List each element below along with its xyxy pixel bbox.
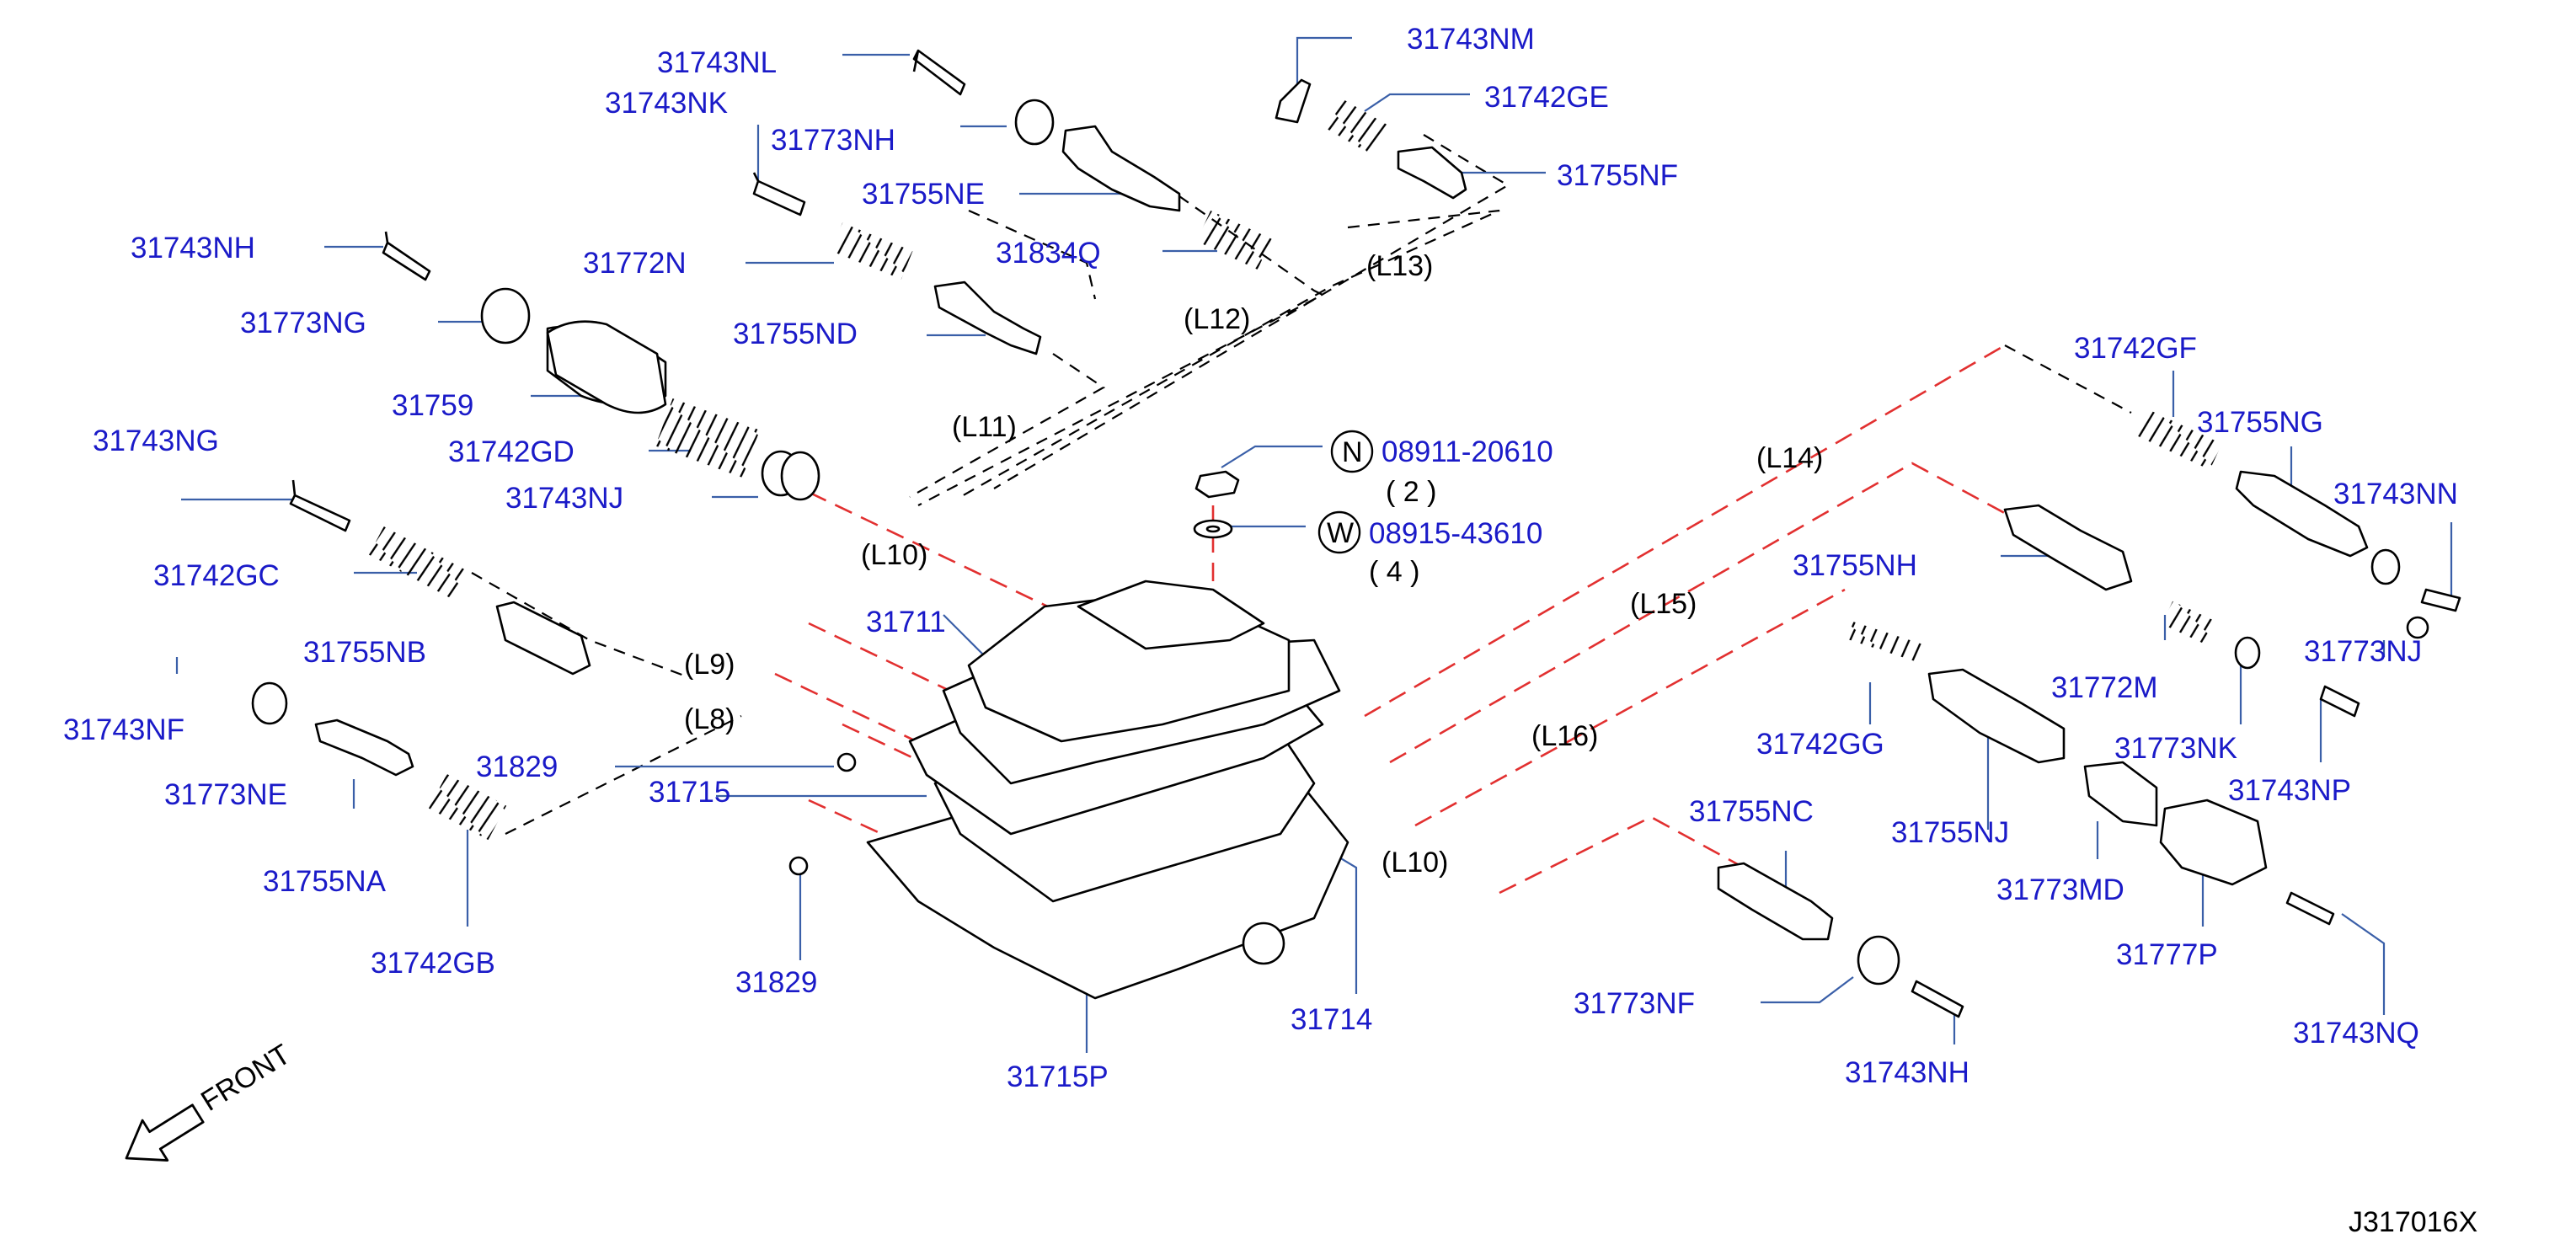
label-08911-20610: 08911-20610 <box>1382 435 1553 468</box>
label-31743NL: 31743NL <box>657 46 777 79</box>
link-labels: (L8) (L9) (L10) (L10) (L11) (L12) (L13) … <box>684 250 1823 879</box>
label-31773NG: 31773NG <box>240 307 366 339</box>
label-31755ND: 31755ND <box>733 318 858 350</box>
qty-08915: ( 4 ) <box>1369 556 1419 588</box>
link-L15: (L15) <box>1630 588 1697 620</box>
label-31773MD: 31773MD <box>1996 873 2124 906</box>
label-31755NH: 31755NH <box>1793 549 1917 582</box>
springs <box>368 97 2222 841</box>
label-31743NH-top: 31743NH <box>131 232 255 264</box>
label-31829-b: 31829 <box>735 966 817 999</box>
nut-symbol: N <box>1342 436 1363 468</box>
label-31773NJ: 31773NJ <box>2304 635 2422 668</box>
label-08915-43610: 08915-43610 <box>1369 517 1542 550</box>
label-31755NJ: 31755NJ <box>1891 816 2009 849</box>
washer-symbol: W <box>1327 517 1354 549</box>
qty-08911: ( 2 ) <box>1386 476 1436 508</box>
label-31742GD: 31742GD <box>448 435 575 468</box>
label-31834Q: 31834Q <box>996 237 1101 270</box>
label-31715P: 31715P <box>1007 1060 1109 1093</box>
label-31743NQ: 31743NQ <box>2293 1017 2419 1050</box>
link-L10-top: (L10) <box>861 539 927 571</box>
label-31772M: 31772M <box>2051 671 2157 704</box>
label-31755NB: 31755NB <box>303 636 426 669</box>
label-31742GE: 31742GE <box>1484 81 1609 114</box>
label-31743NJ: 31743NJ <box>505 482 623 515</box>
label-31743NG: 31743NG <box>93 425 219 457</box>
symbol-letters: N W <box>1327 436 1363 549</box>
label-31755NE: 31755NE <box>862 178 985 211</box>
label-31711: 31711 <box>866 606 946 638</box>
link-L8: (L8) <box>684 703 735 735</box>
label-31715: 31715 <box>649 776 730 809</box>
label-31773NF: 31773NF <box>1574 987 1695 1020</box>
link-L9: (L9) <box>684 649 735 681</box>
label-31755NC: 31755NC <box>1689 795 1814 828</box>
label-31742GG: 31742GG <box>1756 728 1884 761</box>
link-L13: (L13) <box>1366 250 1433 282</box>
link-L16: (L16) <box>1531 720 1598 752</box>
link-L14: (L14) <box>1756 442 1823 474</box>
link-L12: (L12) <box>1184 303 1250 335</box>
label-31743NF: 31743NF <box>63 713 184 746</box>
label-31773NK: 31773NK <box>2114 732 2237 765</box>
label-31755NA: 31755NA <box>263 865 387 898</box>
diagram-code: J317016X <box>2349 1206 2477 1238</box>
symbol-markers <box>1317 430 1374 554</box>
link-L11: (L11) <box>952 411 1017 443</box>
label-31743NK: 31743NK <box>605 87 728 120</box>
label-31743NH-bottom: 31743NH <box>1845 1056 1969 1089</box>
front-arrow-icon <box>125 1103 205 1162</box>
label-31755NG: 31755NG <box>2197 406 2323 439</box>
valve-body-assembly <box>788 470 1349 1000</box>
label-31829-a: 31829 <box>476 751 558 783</box>
label-31773NH: 31773NH <box>771 124 895 157</box>
label-31772N: 31772N <box>583 247 687 280</box>
link-L10-bottom: (L10) <box>1382 847 1448 879</box>
label-31777P: 31777P <box>2116 938 2218 971</box>
right-valve-parts <box>1717 470 2461 1018</box>
label-31755NF: 31755NF <box>1557 159 1678 192</box>
label-31742GB: 31742GB <box>371 947 495 980</box>
label-31714: 31714 <box>1291 1003 1372 1036</box>
sleeve-31759 <box>546 320 820 501</box>
label-31742GF: 31742GF <box>2074 332 2197 365</box>
label-31743NM: 31743NM <box>1407 23 1535 56</box>
part-labels: 31743NL 31743NM 31743NK 31773NH 31742GE … <box>63 23 2477 1238</box>
label-31773NE: 31773NE <box>164 778 287 811</box>
front-label: FRONT <box>195 1039 296 1118</box>
label-31743NN: 31743NN <box>2333 478 2458 510</box>
label-31759: 31759 <box>392 389 473 422</box>
label-31742GC: 31742GC <box>153 559 280 592</box>
label-31743NP: 31743NP <box>2228 774 2351 807</box>
